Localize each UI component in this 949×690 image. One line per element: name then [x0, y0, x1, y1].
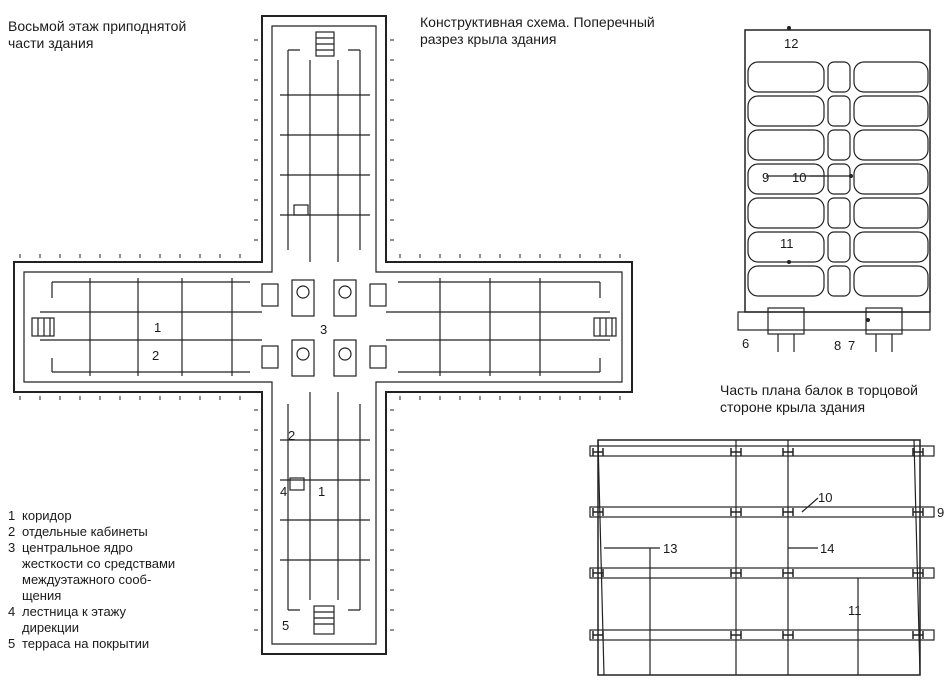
plan-label-core: 3	[320, 322, 327, 337]
beam-label-14: 14	[820, 541, 834, 556]
section-caption: Конструктивная схема. Поперечный разрез …	[420, 14, 655, 47]
legend-item: 3 центральное ядро жесткости со средства…	[8, 540, 176, 603]
legend-item: 5 терраса на покрытии	[8, 636, 150, 651]
section-label-9: 9	[762, 170, 769, 185]
plan-label-terrace: 5	[282, 618, 289, 633]
section-label-12: 12	[784, 36, 798, 51]
beam-label-10: 10	[818, 490, 832, 505]
floor-plan-caption: Восьмой этаж приподнятой части здания	[8, 18, 187, 51]
plan-label-corridor-west: 1	[154, 320, 161, 335]
plan-label-offices-west: 2	[152, 348, 159, 363]
section-label-11: 11	[780, 236, 794, 251]
plan-label-offices-south: 2	[288, 428, 295, 443]
legend: 1 коридор 2 отдельные кабинеты 3 централ…	[8, 508, 175, 652]
section-cells	[747, 61, 929, 297]
section-label-10: 10	[792, 170, 806, 185]
section-label-6: 6	[742, 336, 749, 351]
legend-item: 2 отдельные кабинеты	[8, 524, 148, 539]
facade-ticks	[19, 39, 621, 631]
plan-label-corridor-south: 1	[318, 484, 325, 499]
legend-item: 1 коридор	[8, 508, 72, 523]
section-label-8: 8	[834, 338, 841, 353]
beam-plan-caption: Часть плана балок в торцовой стороне кры…	[720, 382, 918, 415]
beam-label-9: 9	[937, 505, 944, 520]
beam-label-13: 13	[663, 541, 677, 556]
cross-outline	[13, 15, 633, 655]
plan-label-stair-south: 4	[280, 484, 287, 499]
beam-label-11: 11	[848, 603, 862, 618]
legend-item: 4 лестница к этажу дирекции	[8, 604, 127, 635]
beam-h-markers	[592, 448, 924, 639]
section-label-7: 7	[848, 338, 855, 353]
